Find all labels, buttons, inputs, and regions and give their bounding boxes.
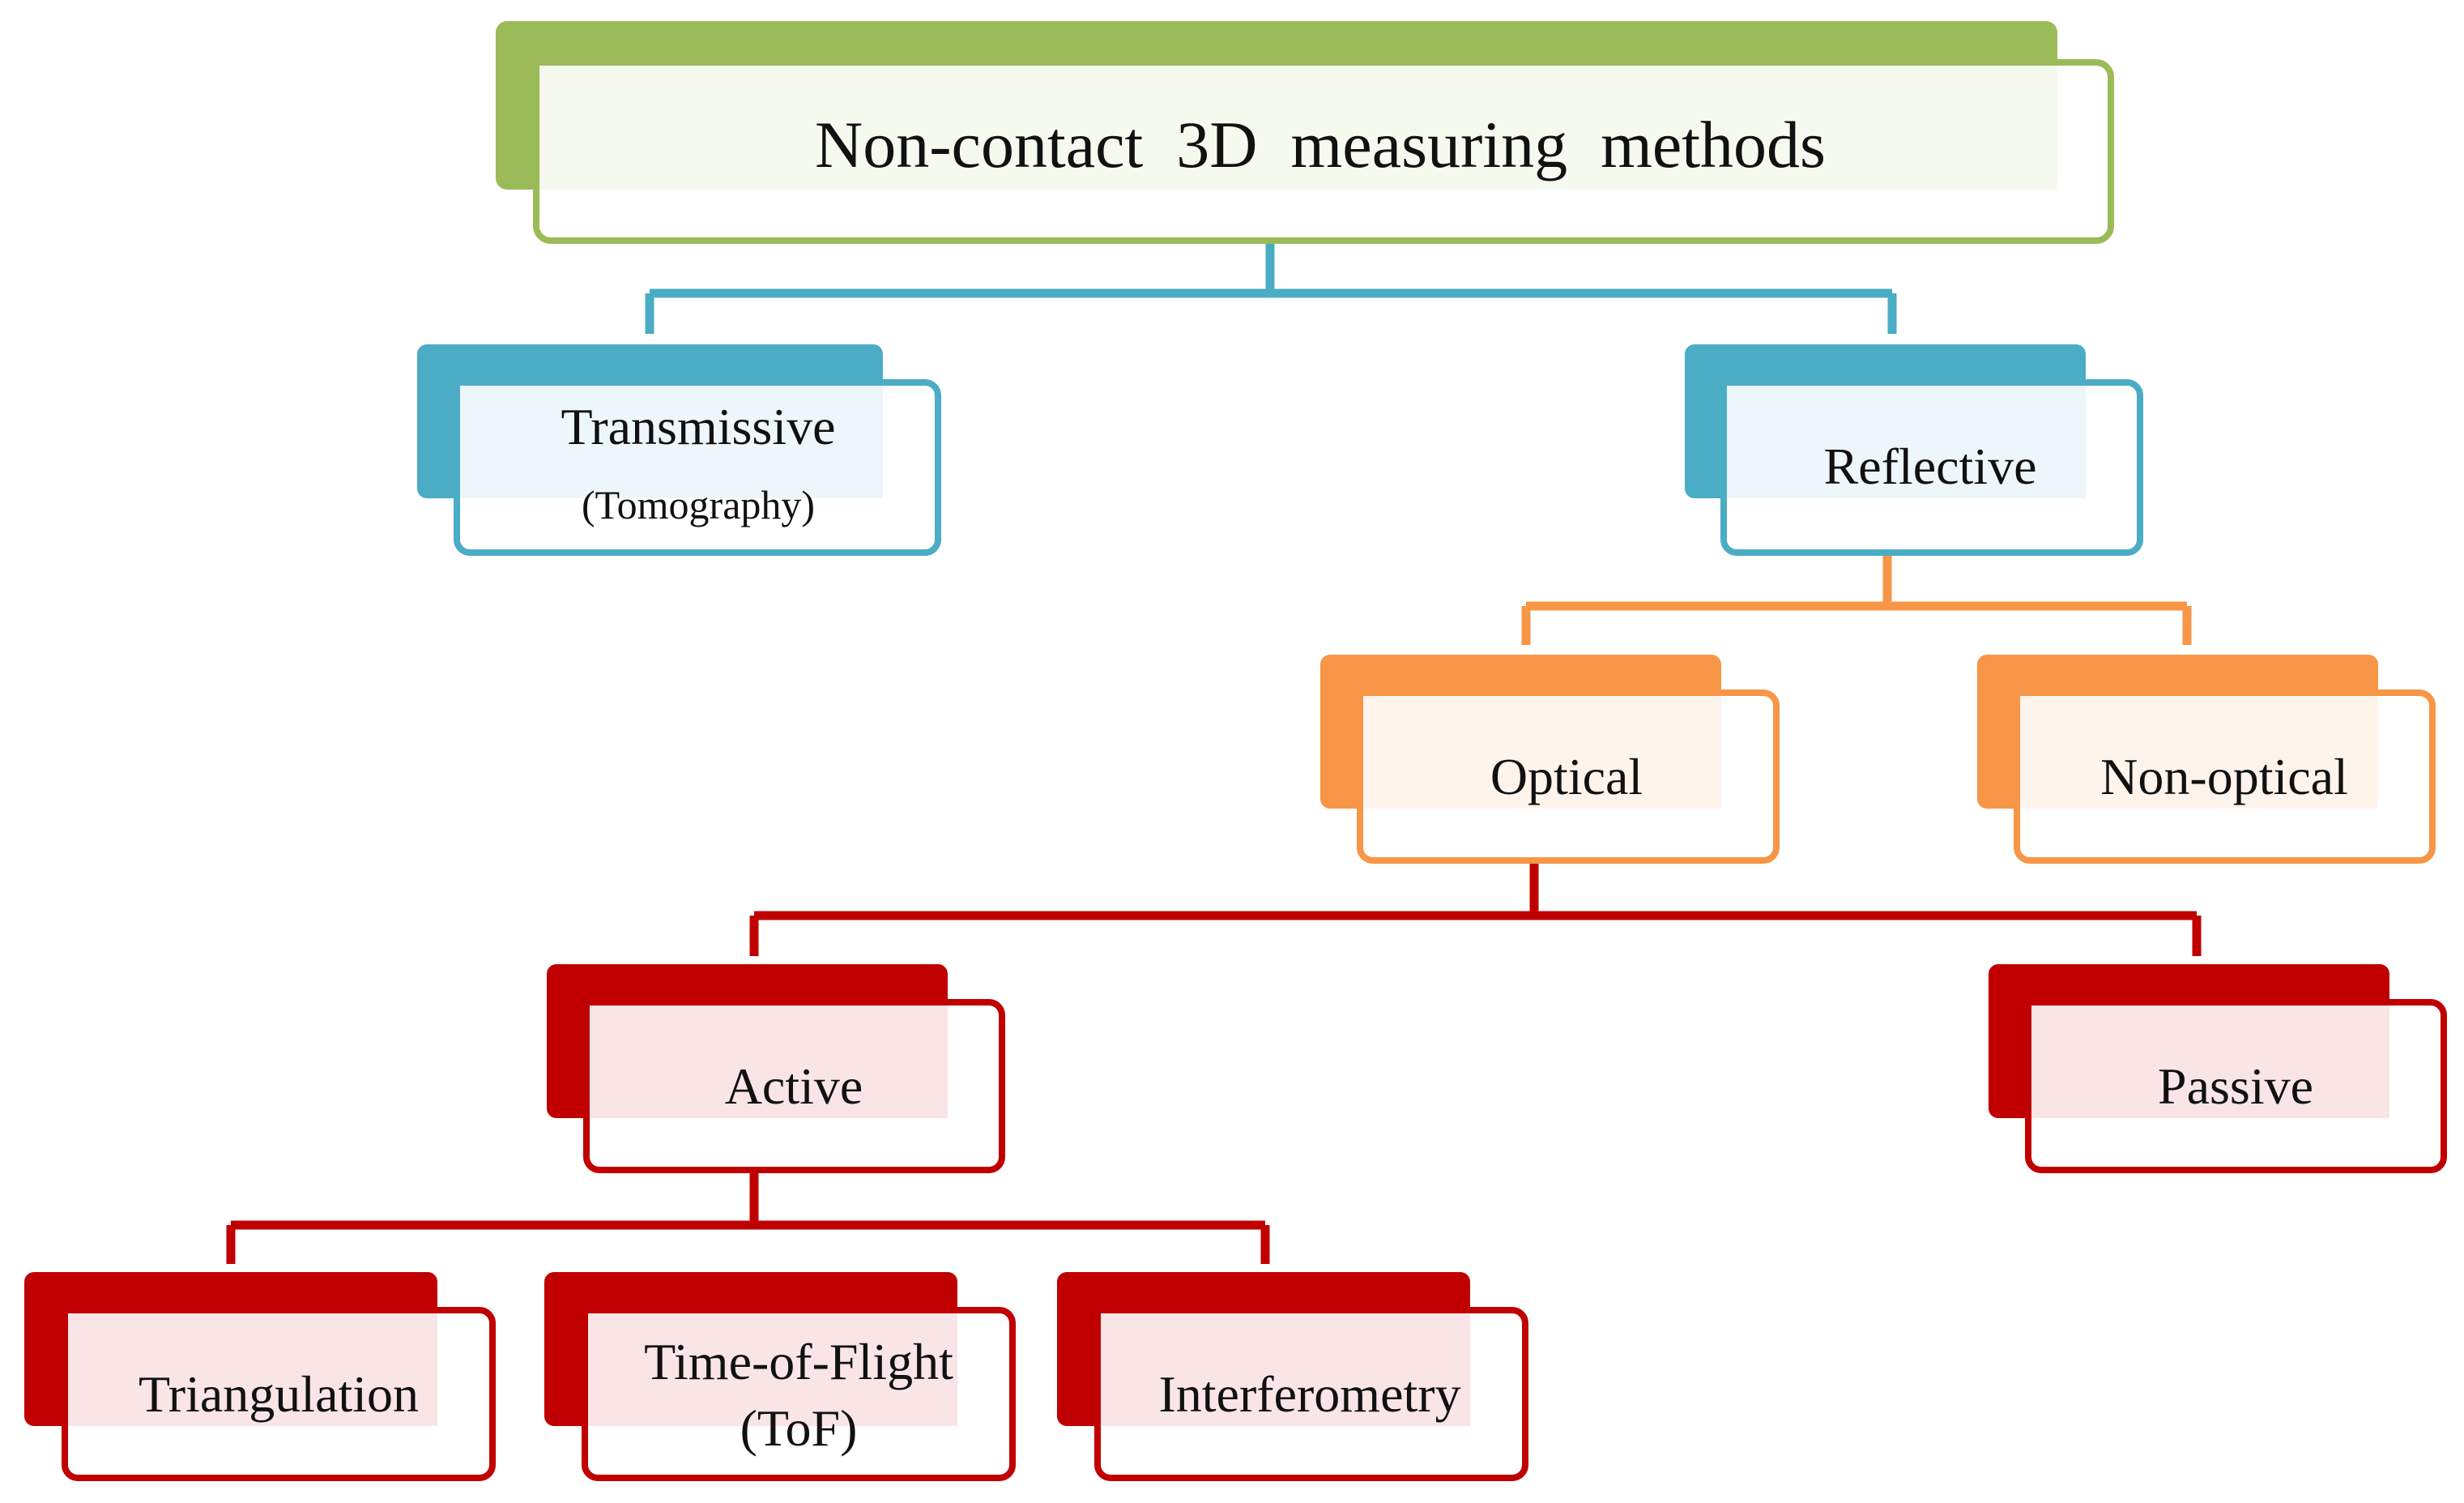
node-triangulation-tint: [68, 1313, 437, 1426]
node-reflective-label: Reflective: [1824, 438, 2037, 495]
node-transmissive: Transmissive (Tomography): [417, 344, 941, 556]
node-interferometry-label: Interferometry: [1158, 1365, 1460, 1423]
node-tof-sublabel: (ToF): [740, 1399, 858, 1457]
node-transmissive-label: Transmissive: [561, 398, 835, 455]
node-non-optical-tint: [2020, 696, 2378, 809]
node-passive: Passive: [1989, 964, 2447, 1173]
node-transmissive-tint: [460, 386, 883, 498]
node-root: Non-contact 3D measuring methods: [496, 21, 2114, 244]
connector-active-to-methods: [226, 1173, 1270, 1264]
node-non-optical: Non-optical: [1977, 655, 2436, 864]
connector-optical-to-level3: [749, 860, 2202, 956]
node-reflective: Reflective: [1685, 344, 2143, 556]
connector-root-to-level1: [645, 215, 1897, 334]
node-reflective-tint: [1727, 386, 2086, 498]
node-active: Active: [547, 964, 1005, 1173]
node-optical: Optical: [1320, 655, 1780, 864]
connectors: [226, 215, 2202, 1264]
node-root-label: Non-contact 3D measuring methods: [815, 108, 1826, 181]
node-transmissive-sublabel: (Tomography): [582, 482, 815, 527]
node-interferometry: Interferometry: [1057, 1272, 1528, 1481]
node-interferometry-tint: [1101, 1313, 1470, 1426]
node-passive-label: Passive: [2158, 1057, 2313, 1115]
node-passive-tint: [2031, 1006, 2389, 1118]
connector-reflective-to-level2: [1521, 553, 2192, 645]
node-tof-tint: [588, 1313, 957, 1426]
node-optical-label: Optical: [1490, 748, 1643, 805]
node-triangulation-label: Triangulation: [139, 1365, 419, 1423]
node-root-tint: [539, 66, 2057, 190]
node-active-tint: [590, 1006, 948, 1118]
node-tof-label: Time-of-Flight: [644, 1333, 953, 1390]
node-tof: Time-of-Flight (ToF): [544, 1272, 1016, 1481]
node-active-label: Active: [725, 1057, 863, 1115]
node-optical-tint: [1363, 696, 1721, 809]
node-triangulation: Triangulation: [24, 1272, 496, 1481]
node-non-optical-label: Non-optical: [2100, 748, 2348, 805]
